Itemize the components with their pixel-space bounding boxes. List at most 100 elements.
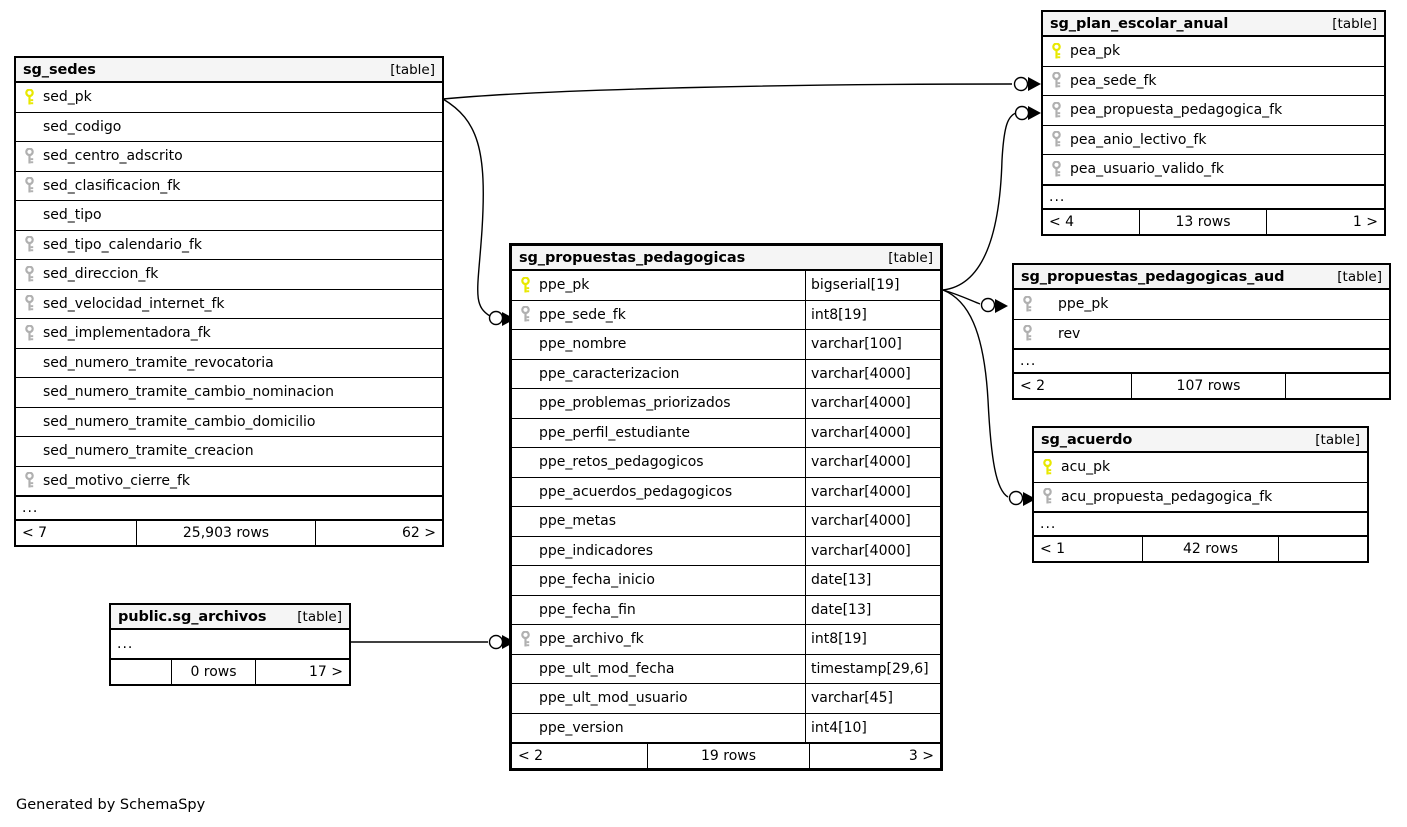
table-sg-acuerdo[interactable]: sg_acuerdo [table] acu_pk acu_propuesta_… [1032,426,1369,563]
column-row[interactable]: ppe_nombre varchar[100] [512,330,940,360]
foreign-key-icon [16,319,43,348]
column-row[interactable]: sed_tipo [16,201,442,231]
column-row[interactable]: ppe_pk bigserial[19] [512,271,940,301]
column-type: varchar[4000] [805,448,940,477]
column-row[interactable]: ppe_sede_fk int8[19] [512,300,940,330]
column-name: ppe_pk [1058,296,1109,313]
column-name: pea_anio_lectivo_fk [1070,131,1207,148]
column-row[interactable]: ppe_indicadores varchar[4000] [512,536,940,566]
column-name: sed_numero_tramite_revocatoria [43,354,274,371]
more-columns-indicator[interactable]: ... [16,496,442,520]
footer-row-count: 25,903 rows [136,521,316,545]
table-sg-plan-escolar-anual[interactable]: sg_plan_escolar_anual [table] pea_pk pea… [1041,10,1386,236]
column-row[interactable]: ppe_perfil_estudiante varchar[4000] [512,418,940,448]
column-row[interactable]: ppe_metas varchar[4000] [512,507,940,537]
footer-prev-link[interactable] [111,660,171,684]
footer-row-count: 0 rows [171,660,256,684]
column-row[interactable]: sed_direccion_fk [16,260,442,290]
table-title: sg_propuestas_pedagogicas [519,249,746,266]
column-row[interactable]: sed_tipo_calendario_fk [16,231,442,260]
table-public-sg-archivos[interactable]: public.sg_archivos [table] ... 0 rows 17… [109,603,351,686]
footer-next-link[interactable] [1279,537,1367,561]
column-name: pea_sede_fk [1070,72,1157,89]
column-row[interactable]: pea_propuesta_pedagogica_fk [1043,96,1384,126]
column-row[interactable]: sed_velocidad_internet_fk [16,290,442,319]
column-row[interactable]: ppe_pk [1014,290,1389,320]
more-columns-indicator[interactable]: ... [1034,512,1367,536]
column-row[interactable]: ppe_archivo_fk int8[19] [512,625,940,655]
column-row[interactable]: ppe_problemas_priorizados varchar[4000] [512,389,940,419]
foreign-key-icon [16,467,43,496]
more-columns-indicator[interactable]: ... [1043,184,1384,209]
column-row[interactable]: sed_clasificacion_fk [16,172,442,201]
edge-sedes-to-propuestas [442,98,515,326]
column-name: sed_numero_tramite_cambio_domicilio [43,413,316,430]
column-type: varchar[45] [805,684,940,713]
column-row[interactable]: ppe_acuerdos_pedagogicos varchar[4000] [512,477,940,507]
generated-by-caption: Generated by SchemaSpy [16,797,206,813]
no-key-spacer [512,684,539,713]
table-header: sg_sedes [table] [16,58,442,83]
footer-row-count: 19 rows [647,744,810,768]
table-sg-propuestas-pedagogicas-aud[interactable]: sg_propuestas_pedagogicas_aud [table] pp… [1012,263,1391,400]
column-row[interactable]: pea_pk [1043,37,1384,67]
more-columns-indicator[interactable]: ... [1014,349,1389,373]
column-type: varchar[4000] [805,359,940,388]
column-row[interactable]: sed_numero_tramite_cambio_nominacion [16,378,442,408]
column-row[interactable]: rev [1014,320,1389,349]
column-name: sed_direccion_fk [43,266,159,283]
table-footer: < 7 25,903 rows 62 > [16,520,442,545]
column-row[interactable]: sed_centro_adscrito [16,142,442,172]
column-row[interactable]: pea_usuario_valido_fk [1043,155,1384,185]
column-name: sed_centro_adscrito [43,148,183,165]
column-row[interactable]: ppe_retos_pedagogicos varchar[4000] [512,448,940,478]
column-row[interactable]: ppe_caracterizacion varchar[4000] [512,359,940,389]
footer-prev-link[interactable]: < 2 [1020,378,1046,394]
footer-prev-link[interactable]: < 7 [22,525,48,541]
footer-next-link[interactable]: 17 > [309,664,343,680]
footer-prev-link[interactable]: < 4 [1049,213,1075,230]
column-row[interactable]: sed_implementadora_fk [16,319,442,349]
column-row[interactable]: sed_numero_tramite_creacion [16,437,442,467]
table-type-tag: [table] [1332,15,1377,32]
no-key-spacer [512,389,539,418]
table-header: sg_plan_escolar_anual [table] [1043,12,1384,37]
table-sg-sedes[interactable]: sg_sedes [table] sed_pk sed_codigo sed_c… [14,56,444,547]
table-type-tag: [table] [1315,431,1360,448]
column-row[interactable]: sed_motivo_cierre_fk [16,467,442,496]
column-row[interactable]: sed_pk [16,83,442,113]
footer-next-link[interactable] [1286,374,1389,398]
column-name: pea_usuario_valido_fk [1070,161,1225,178]
table-header: sg_propuestas_pedagogicas [table] [512,246,940,271]
no-key-spacer [512,330,539,359]
no-key-spacer [16,349,43,378]
column-row[interactable]: ppe_ult_mod_fecha timestamp[29,6] [512,654,940,684]
column-row[interactable]: pea_anio_lectivo_fk [1043,126,1384,155]
column-row[interactable]: acu_pk [1034,453,1367,483]
column-row[interactable]: ppe_ult_mod_usuario varchar[45] [512,684,940,714]
footer-next-link[interactable]: 62 > [402,525,436,541]
edge-propuestas-to-aud [942,289,1008,313]
footer-prev-link[interactable]: < 1 [1040,541,1066,557]
column-row[interactable]: pea_sede_fk [1043,67,1384,96]
column-row[interactable]: ppe_fecha_fin date[13] [512,595,940,625]
column-row[interactable]: acu_propuesta_pedagogica_fk [1034,483,1367,512]
column-type: int8[19] [805,300,940,329]
column-row[interactable]: ppe_fecha_inicio date[13] [512,566,940,596]
footer-next-link[interactable]: 1 > [1352,213,1378,230]
foreign-key-icon [16,290,43,319]
column-name: ppe_fecha_inicio [539,572,655,589]
footer-next-link[interactable]: 3 > [908,748,934,764]
column-name: ppe_ult_mod_usuario [539,690,688,707]
column-row[interactable]: ppe_version int4[10] [512,713,940,743]
column-row[interactable]: sed_numero_tramite_revocatoria [16,349,442,378]
table-sg-propuestas-pedagogicas[interactable]: sg_propuestas_pedagogicas [table] ppe_pk… [509,243,943,771]
table-title: sg_sedes [23,61,96,78]
column-type: varchar[4000] [805,477,940,506]
footer-prev-link[interactable]: < 2 [518,748,544,764]
column-row[interactable]: sed_numero_tramite_cambio_domicilio [16,408,442,437]
table-type-tag: [table] [390,61,435,78]
column-row[interactable]: sed_codigo [16,113,442,142]
more-columns-indicator[interactable]: ... [111,630,349,659]
column-type: int8[19] [805,625,940,654]
